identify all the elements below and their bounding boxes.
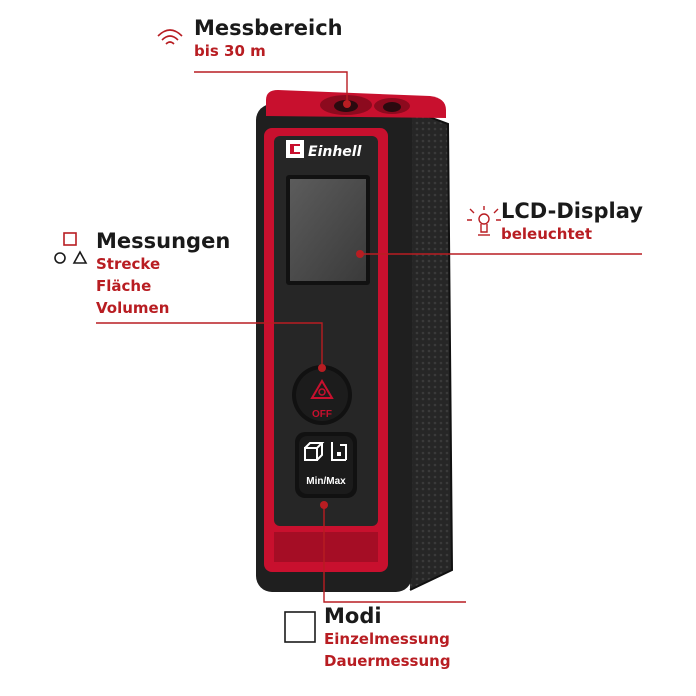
length-icon: [331, 442, 347, 461]
volume-cube-icon: [304, 442, 325, 461]
callout-measurements-line-2: Fläche: [96, 277, 152, 295]
callout-modes-title: Modi: [324, 604, 382, 628]
brand-name: Einhell: [308, 144, 362, 160]
callout-modes: Modi Einzelmessung Dauermessung: [324, 604, 451, 672]
callout-lines: [96, 71, 642, 603]
callout-measurements-line-3: Volumen: [96, 299, 170, 317]
callout-measurements-line-1: Strecke: [96, 255, 161, 273]
callout-range-title: Messbereich: [194, 16, 343, 40]
callout-line-range: [194, 71, 348, 104]
mode-button[interactable]: Min/Max: [295, 432, 357, 498]
callout-measurements-title: Messungen: [96, 229, 231, 253]
callout-modes-line-2: Dauermessung: [324, 652, 451, 670]
device-side-grip: [404, 107, 454, 591]
power-measure-button[interactable]: OFF: [292, 365, 352, 425]
lcd-screen: [286, 175, 370, 285]
wifi-signal-icon: [157, 29, 183, 45]
callout-display-title: LCD-Display: [501, 199, 643, 223]
callout-dots: [318, 100, 364, 509]
callout-measurements: Messungen Strecke Fläche Volumen: [96, 229, 230, 319]
callout-line-modes: [323, 505, 466, 603]
brand-logo: Einhell: [286, 140, 362, 160]
callout-modes-line-1: Einzelmessung: [324, 630, 450, 648]
callout-display-line: beleuchtet: [501, 225, 592, 243]
callout-display: LCD-Display beleuchtet: [501, 199, 643, 245]
square-outline-icon: [284, 611, 316, 643]
callout-range-line: bis 30 m: [194, 42, 266, 60]
light-bulb-icon: [467, 206, 501, 236]
shapes-icon: [54, 232, 88, 264]
button-off-label: OFF: [312, 409, 332, 420]
callout-range: Messbereich bis 30 m: [194, 16, 343, 62]
button-mode-label: Min/Max: [306, 476, 346, 487]
laser-warning-icon: [310, 379, 334, 399]
callout-line-measurements: [96, 322, 323, 370]
